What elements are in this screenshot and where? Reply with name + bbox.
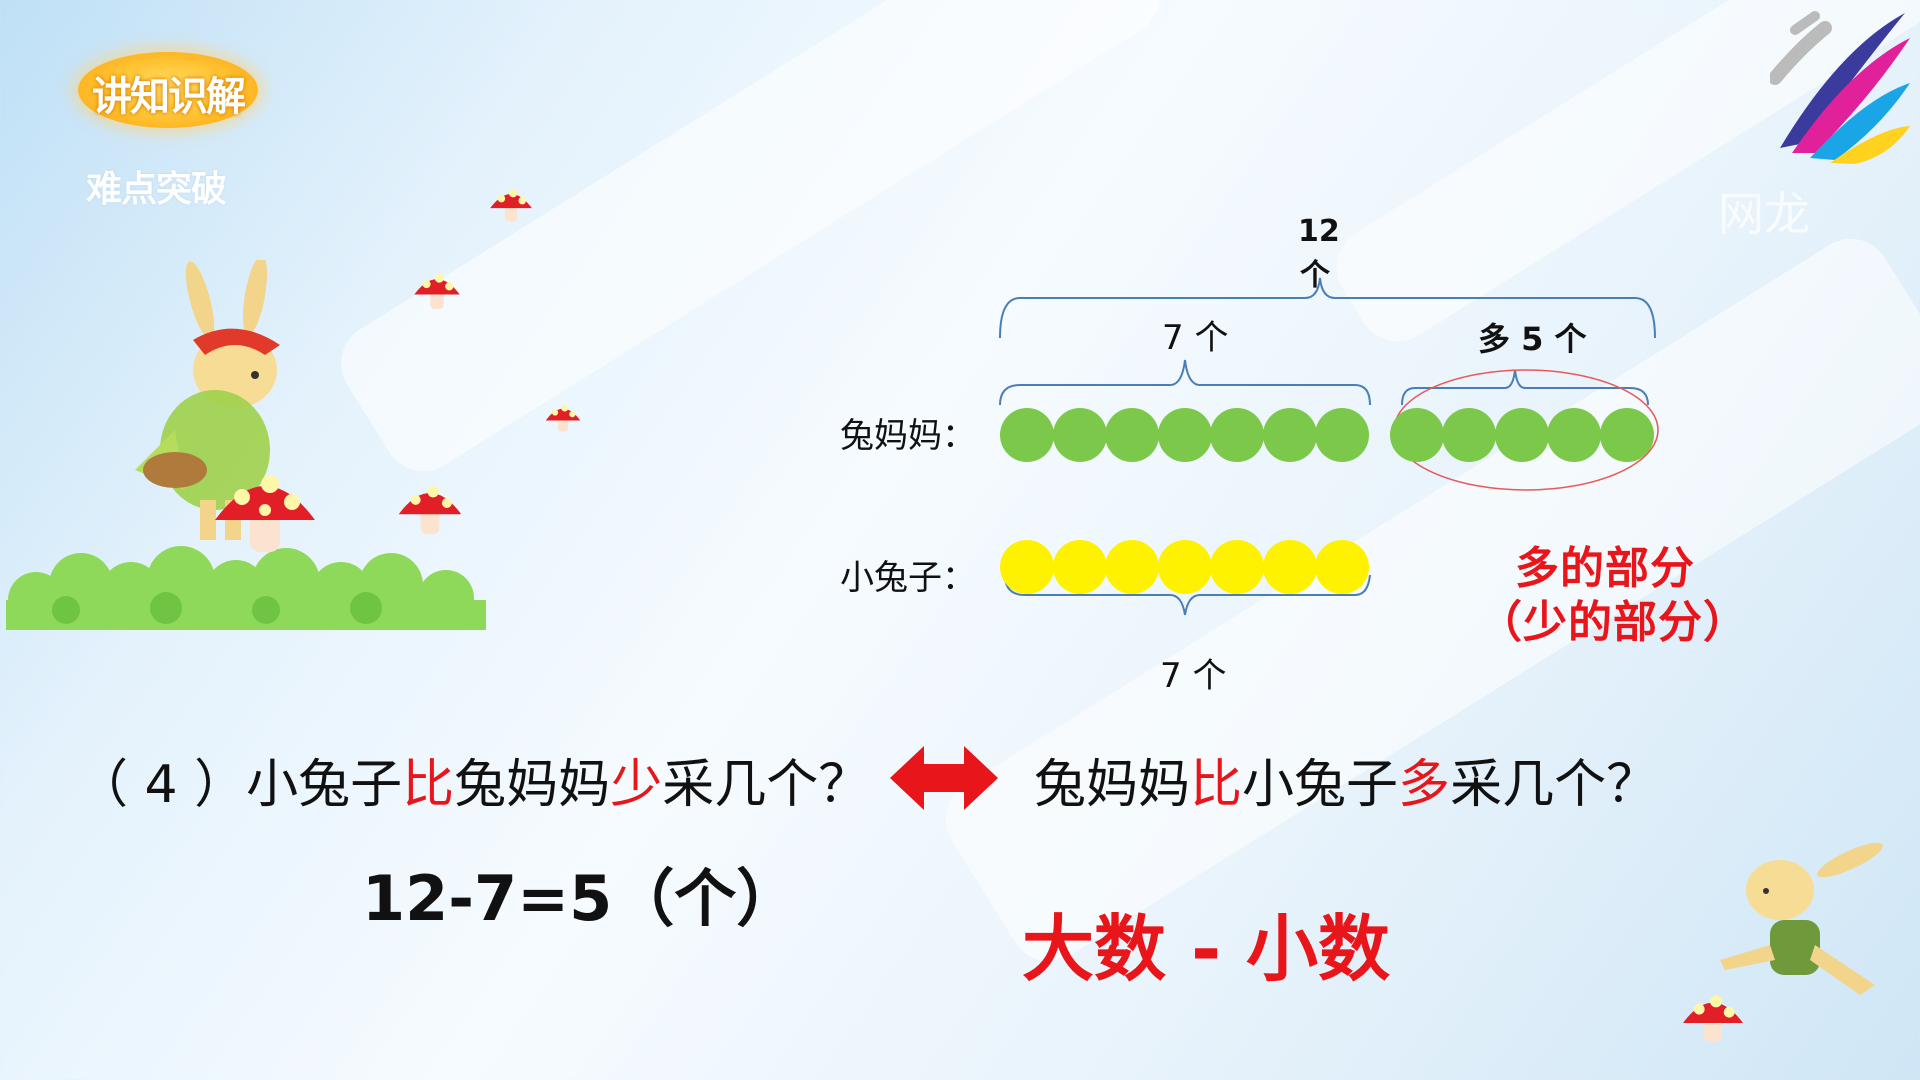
diagram-braces	[999, 277, 1659, 616]
yellow-dot	[1262, 540, 1317, 594]
extra-count-label: 多 5 个	[1478, 320, 1587, 358]
yellow-dot	[1210, 540, 1264, 594]
rabbit-icon	[1720, 842, 1883, 995]
row2-label: 小兔子：	[840, 558, 976, 598]
left-count-label: 7 个	[1162, 318, 1229, 358]
logo-icon	[1770, 11, 1910, 164]
total-unit: 个	[1300, 258, 1330, 293]
green-dot	[1157, 408, 1212, 462]
mushroom-icon	[1683, 995, 1743, 1043]
green-dot	[1000, 408, 1054, 462]
bottom-count-label: 7 个	[1160, 656, 1227, 696]
row1-label: 兔妈妈：	[840, 416, 976, 456]
question-text: 小兔子	[1242, 755, 1399, 815]
mushroom-icon	[215, 475, 315, 552]
keyword-shao: 少	[610, 755, 663, 815]
mushroom-icon	[545, 404, 581, 432]
equation: 12-7=5（个）	[362, 862, 799, 935]
mushroom-icon	[490, 189, 532, 222]
yellow-dot	[1315, 540, 1369, 594]
question-text: 兔妈妈	[1034, 755, 1191, 815]
less-part-label: （少的部分）	[1478, 597, 1748, 648]
rabbit-icon	[135, 260, 280, 540]
double-arrow-icon	[890, 746, 998, 810]
question-text: （ 4 ）小兔子	[76, 755, 403, 815]
question-left: （ 4 ）小兔子比兔妈妈少采几个？	[76, 742, 870, 817]
section-badge-label: 讲知识解	[92, 74, 246, 120]
green-dot	[1052, 408, 1107, 462]
watermark-text: 网龙	[1718, 187, 1810, 241]
green-dot	[1210, 408, 1264, 462]
section-badge	[78, 52, 258, 128]
green-dot	[1547, 408, 1601, 462]
yellow-dot	[1105, 540, 1159, 594]
question-text: 采几个？	[1450, 755, 1659, 815]
mushroom-icon	[414, 273, 460, 310]
question-text: 采几个？	[662, 755, 871, 815]
more-part-label: 多的部分	[1515, 543, 1695, 594]
green-dot	[1389, 408, 1444, 462]
bush-icon	[6, 546, 486, 630]
yellow-dot	[1157, 540, 1212, 594]
keyword-bi: 比	[402, 755, 455, 815]
yellow-dot	[1052, 540, 1107, 594]
green-dot	[1442, 408, 1496, 462]
green-dot	[1315, 408, 1369, 462]
green-dot	[1105, 408, 1159, 462]
question-text: 兔妈妈	[454, 755, 611, 815]
green-dot	[1262, 408, 1317, 462]
question-right: 兔妈妈比小兔子多采几个？	[1034, 742, 1658, 817]
mushroom-icon	[398, 486, 462, 535]
total-count: 12	[1298, 214, 1340, 249]
green-dot	[1599, 408, 1654, 462]
green-dot	[1494, 408, 1549, 462]
section-subtitle: 难点突破	[86, 169, 227, 210]
keyword-duo: 多	[1398, 755, 1451, 815]
yellow-dot	[1000, 540, 1054, 594]
keyword-bi: 比	[1190, 755, 1243, 815]
rule-text: 大数 - 小数	[1022, 907, 1391, 991]
